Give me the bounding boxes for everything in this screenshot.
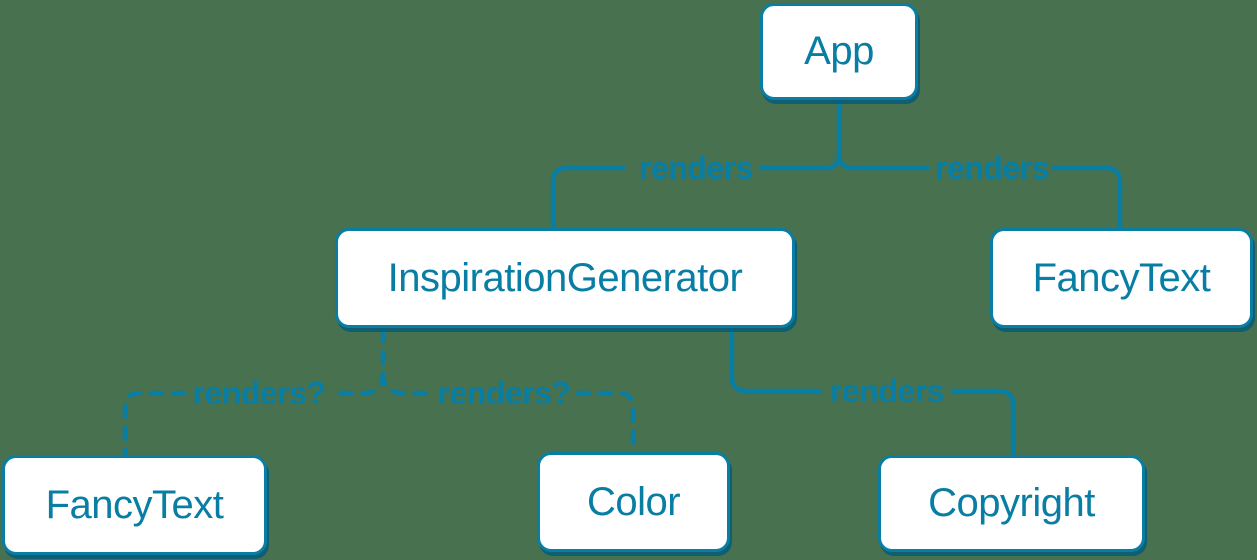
- edge-inspirationgenerator-copyright-line: [950, 388, 1016, 458]
- node-inspiration-generator-label: InspirationGenerator: [387, 255, 743, 300]
- edge-inspirationgenerator-color-line: [380, 370, 431, 396]
- node-copyright-label: Copyright: [928, 481, 1095, 525]
- node-fancy-text-top: FancyText: [990, 228, 1253, 328]
- edge-label-renders: renders: [935, 150, 1049, 186]
- node-color: Color: [537, 452, 730, 552]
- edge-inspirationgenerator-fancytext-line: [122, 390, 187, 458]
- edge-app-inspirationgenerator-line: [550, 165, 627, 231]
- edge-label-renders-conditional: renders?: [192, 375, 326, 411]
- edge-inspirationgenerator-conditional-split: [122, 327, 636, 458]
- edge-label-renders: renders: [639, 150, 753, 186]
- edge-app-split: [550, 97, 1123, 231]
- node-fancy-text-bottom: FancyText: [2, 455, 267, 555]
- edge-label-renders: renders: [830, 373, 944, 409]
- node-app: App: [760, 3, 918, 100]
- edge-app-fancytext-line: [836, 151, 931, 171]
- edge-inspirationgenerator-fancytext-line: [327, 370, 386, 396]
- node-color-label: Color: [586, 479, 681, 524]
- node-copyright: Copyright: [878, 455, 1145, 552]
- edge-inspirationgenerator-color-line: [575, 390, 636, 455]
- edge-inspirationgenerator-copyright: [729, 325, 1016, 458]
- edge-label-renders-conditional: renders?: [437, 375, 571, 411]
- node-fancy-text-bottom-label: FancyText: [45, 482, 224, 527]
- edge-app-inspirationgenerator-line: [758, 151, 842, 171]
- node-fancy-text-top-label: FancyText: [1032, 255, 1211, 300]
- node-inspiration-generator: InspirationGenerator: [335, 228, 795, 328]
- edge-app-fancytext-line: [1051, 165, 1123, 231]
- edge-inspirationgenerator-copyright-line: [729, 325, 823, 394]
- node-app-label: App: [804, 29, 874, 73]
